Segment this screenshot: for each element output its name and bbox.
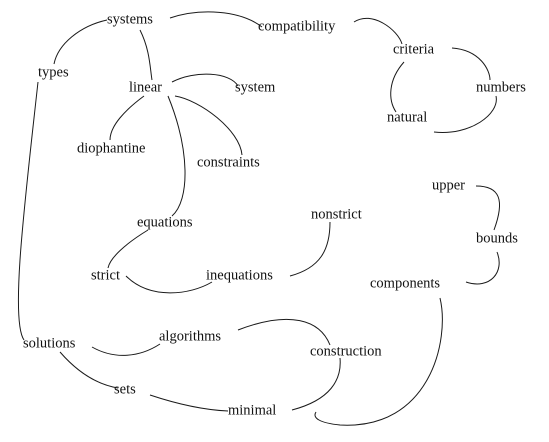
edge-solutions-algorithms [91,343,161,356]
node-types: types [38,64,69,80]
edge-construction-minimal [291,357,341,411]
node-algorithms: algorithms [159,328,221,344]
edge-strict-inequations [125,275,213,294]
node-diophantine: diophantine [77,140,145,156]
edge-inequations-nonstrict [289,221,331,277]
node-upper: upper [432,177,465,193]
node-systems: systems [107,11,153,27]
edge-compatibility-criteria [353,17,403,45]
node-components: components [370,275,440,291]
edge-algorithms-construction [237,318,331,346]
edge-components-minimal [314,297,443,426]
node-natural: natural [387,109,427,125]
edge-upper-bounds [475,185,501,231]
edge-sets-minimal [149,394,229,412]
edge-criteria-numbers [451,47,491,81]
node-nonstrict: nonstrict [311,206,362,222]
node-inequations: inequations [206,267,273,283]
edge-bounds-components [465,251,500,285]
node-solutions: solutions [23,335,76,351]
node-numbers: numbers [476,79,526,95]
edge-linear-constraints [174,95,243,156]
edge-types-solutions [17,81,39,341]
edge-criteria-natural [390,61,405,113]
node-strict: strict [91,267,120,283]
edge-natural-numbers [433,95,497,133]
node-bounds: bounds [476,230,518,246]
node-criteria: criteria [393,41,435,57]
node-constraints: constraints [197,154,260,170]
edge-systems-types [53,19,108,65]
node-minimal: minimal [228,402,276,418]
node-sets: sets [114,381,136,397]
node-equations: equations [137,214,193,230]
edge-linear-system [171,73,239,87]
edge-systems-linear [139,29,153,81]
node-construction: construction [310,343,382,359]
edge-systems-compatibility [169,11,263,28]
node-system: system [235,79,276,95]
graph-edges [17,11,501,426]
edge-linear-diophantine [109,95,145,141]
edge-linear-equations [167,95,186,217]
node-compatibility: compatibility [258,18,336,34]
edge-equations-strict [107,229,149,269]
graph-nodes: systems compatibility criteria types linear s… [23,11,526,418]
edge-solutions-sets [59,351,119,389]
node-linear: linear [129,79,162,95]
